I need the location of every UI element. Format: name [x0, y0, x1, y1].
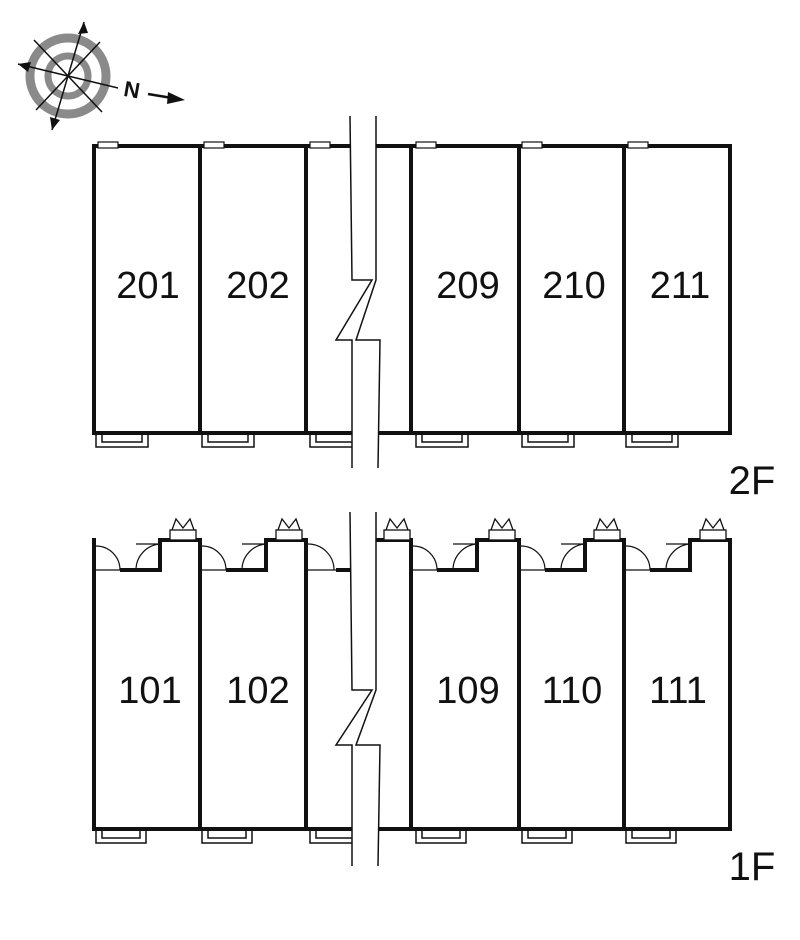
unit-label-110: 110: [542, 670, 603, 712]
unit-label-202: 202: [226, 265, 289, 307]
unit-label-101: 101: [118, 670, 181, 712]
unit-label-210: 210: [542, 265, 605, 307]
unit-label-109: 109: [436, 670, 499, 712]
compass-icon: [17, 21, 185, 131]
floor-2f-plan: [92, 115, 732, 469]
meter-box-icon: [169, 517, 727, 541]
floor-label-1f: 1F: [729, 845, 776, 889]
unit-label-209: 209: [436, 265, 499, 307]
north-letter: N: [122, 76, 142, 103]
unit-label-211: 211: [650, 265, 711, 307]
unit-label-111: 111: [649, 670, 707, 712]
north-arrow-icon: [167, 92, 185, 104]
unit-label-102: 102: [226, 670, 289, 712]
floor-label-2f: 2F: [729, 459, 776, 503]
floor-1f-plan: [92, 511, 732, 867]
unit-label-201: 201: [116, 265, 179, 307]
